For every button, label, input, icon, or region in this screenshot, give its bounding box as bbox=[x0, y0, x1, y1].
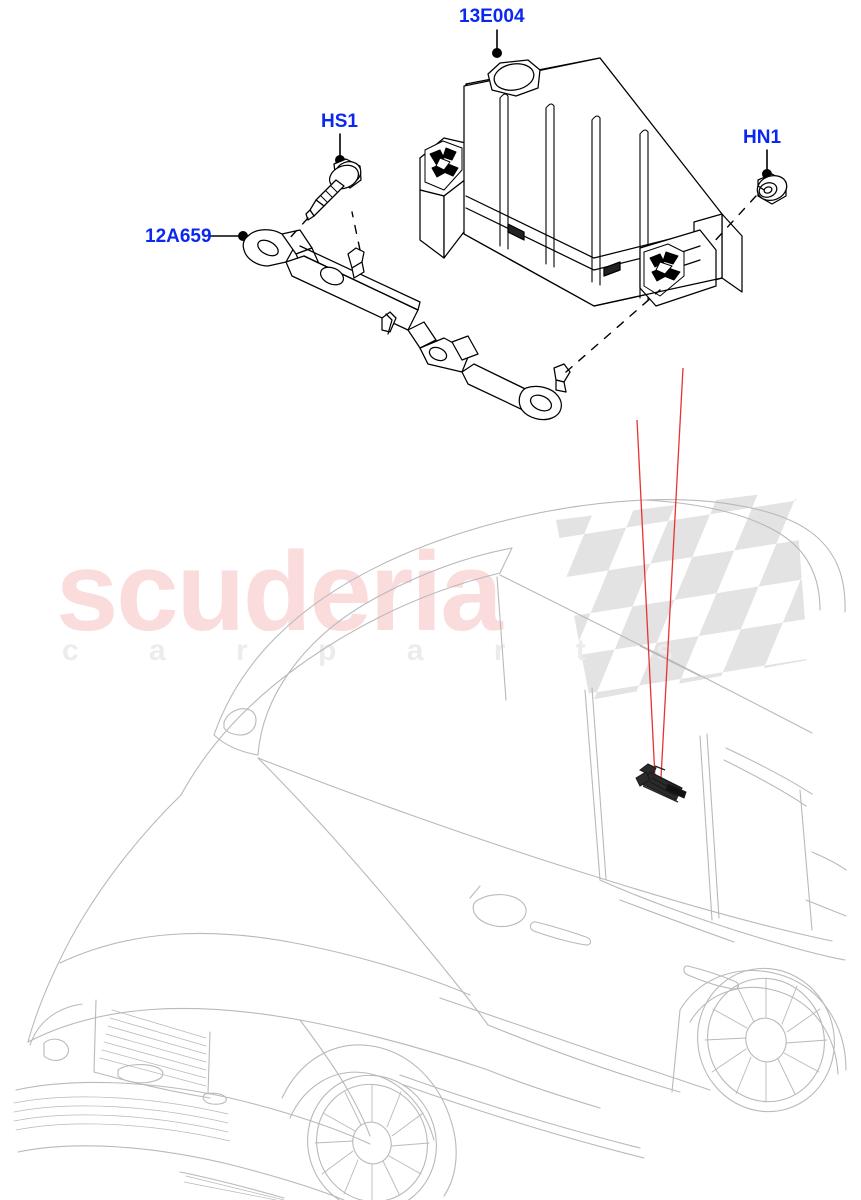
part-13E004-module bbox=[419, 57, 743, 307]
part-HS1-bolt bbox=[305, 158, 362, 221]
part-12A659-bracket bbox=[242, 229, 571, 421]
part-HN1-nut bbox=[756, 173, 788, 205]
part-label-HN1[interactable]: HN1 bbox=[743, 127, 782, 148]
assembly-dashed-lines bbox=[287, 195, 757, 373]
part-label-13E004[interactable]: 13E004 bbox=[459, 6, 525, 27]
part-label-12A659[interactable]: 12A659 bbox=[145, 226, 212, 247]
part-label-HS1[interactable]: HS1 bbox=[321, 111, 358, 132]
